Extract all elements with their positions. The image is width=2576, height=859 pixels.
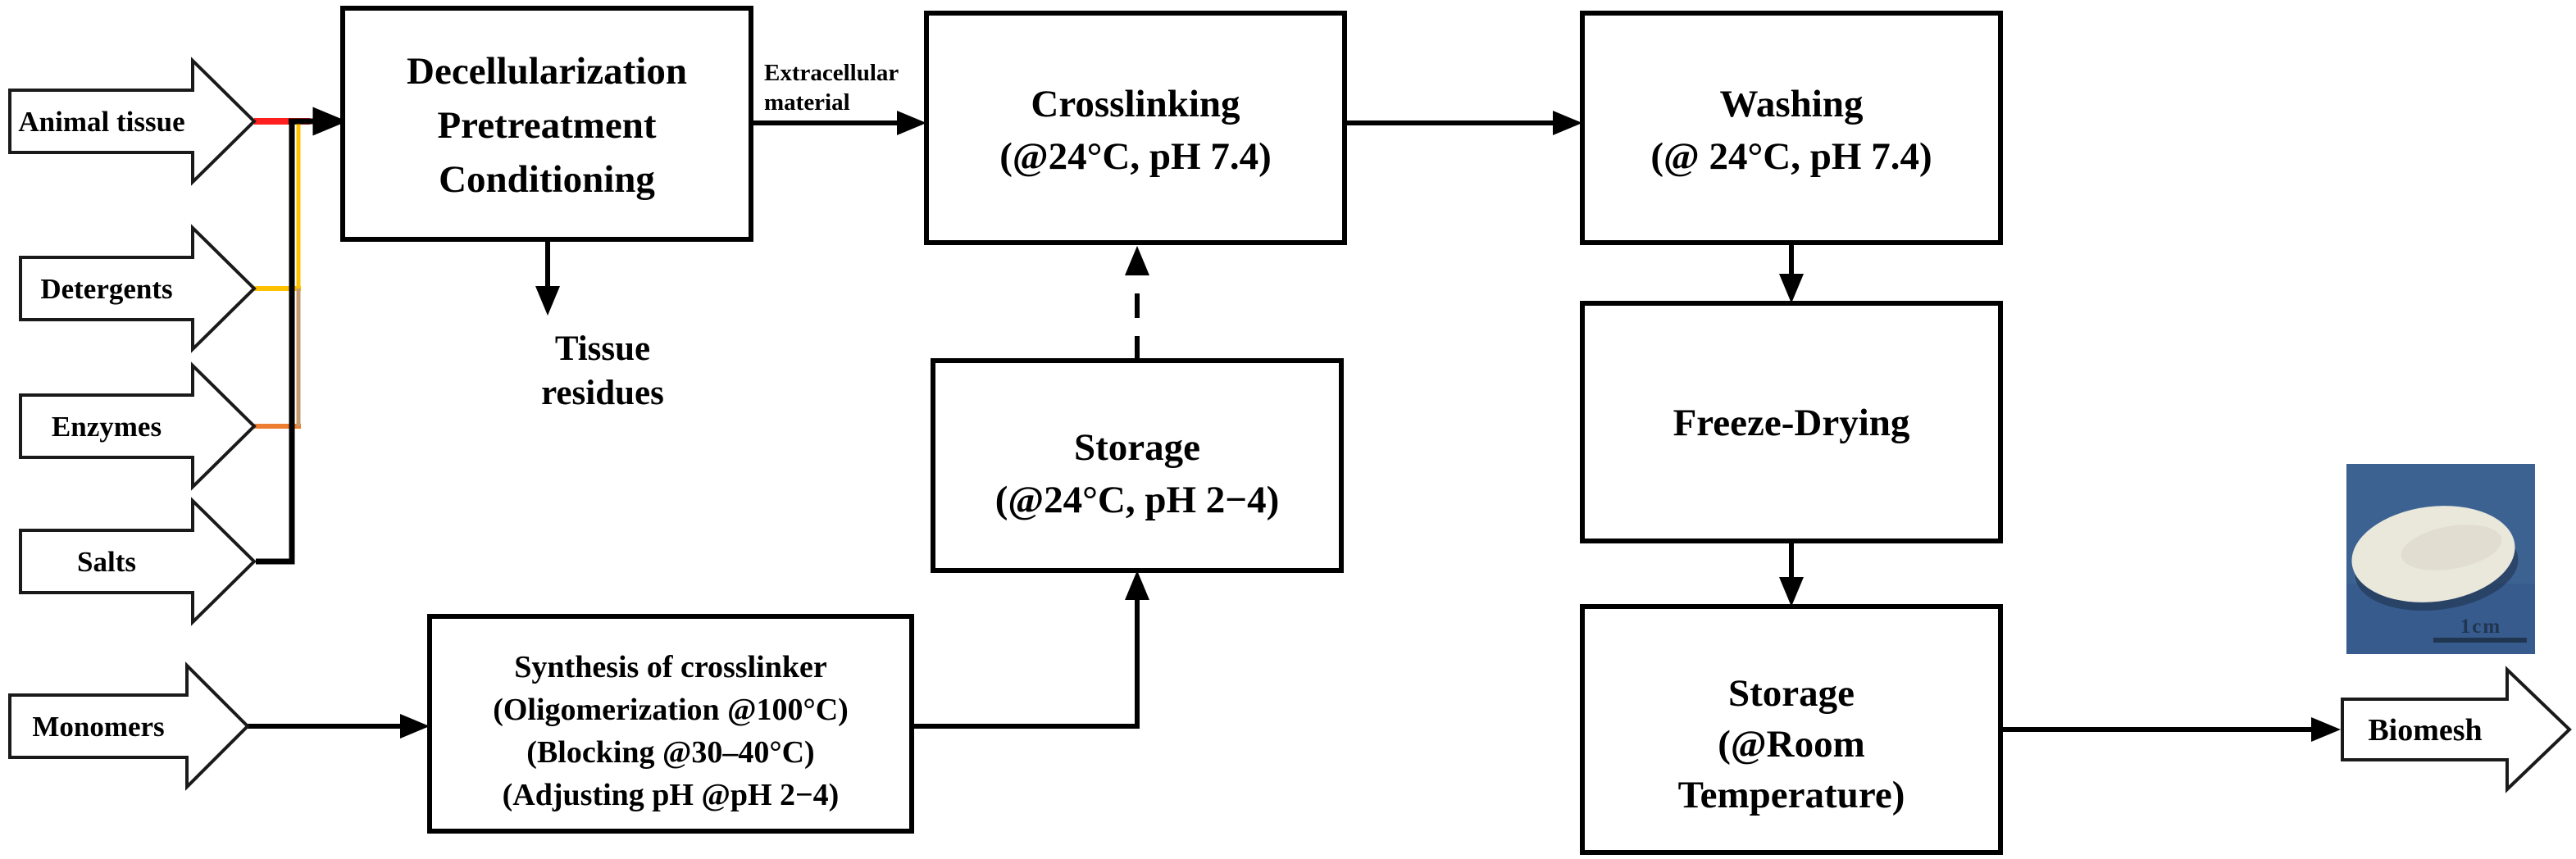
scale-bar-label: 1cm: [2460, 616, 2501, 638]
storage-acidic-line2: (@24°C, pH 2−4): [995, 479, 1280, 521]
biomesh-photo: 1cm: [2346, 464, 2535, 654]
storage-acidic-box-shape: [931, 358, 1344, 573]
washing-box-shape: [1580, 11, 2003, 245]
label-tissue-residues: Tissue residues: [541, 330, 664, 412]
extracellular-line1: Extracellular: [764, 60, 899, 86]
detergents-arrow-shape: [19, 224, 257, 353]
extracellular-line2: material: [764, 89, 850, 116]
mesh-texture: [2401, 525, 2502, 570]
washing-line1: Washing: [1719, 83, 1864, 125]
animal-tissue-label: Animal tissue: [18, 106, 184, 138]
animal-tissue-arrow-shape: [8, 57, 257, 186]
synthesis-line2: (Oligomerization @100°C): [493, 693, 849, 727]
storage-acidic-line1: Storage: [1074, 426, 1200, 469]
enzymes-label: Enzymes: [52, 411, 162, 443]
input-arrow-detergents: Detergents: [19, 224, 257, 353]
salts-label: Salts: [77, 546, 136, 578]
freeze-drying-box-shape: [1580, 301, 2003, 543]
storage-room-line3: Temperature): [1678, 774, 1905, 816]
box-synthesis: Synthesis of crosslinker (Oligomerizatio…: [427, 614, 914, 834]
washing-line2: (@ 24°C, pH 7.4): [1650, 135, 1932, 178]
box-washing: Washing (@ 24°C, pH 7.4): [1580, 11, 2003, 245]
monomers-arrow-shape: [8, 661, 250, 791]
monomers-label: Monomers: [32, 711, 164, 743]
box-storage-room: Storage (@Room Temperature): [1580, 604, 2003, 855]
crosslinking-box-shape: [924, 11, 1347, 245]
decellularization-line1: Decellularization: [407, 50, 687, 93]
synthesis-line4: (Adjusting pH @pH 2−4): [503, 778, 840, 812]
box-freeze-drying: Freeze-Drying: [1580, 301, 2003, 543]
synthesis-box-shape: [427, 614, 914, 834]
storage-room-line1: Storage: [1728, 672, 1855, 715]
biomesh-arrow-shape: [2341, 666, 2572, 793]
box-storage-acidic: Storage (@24°C, pH 2−4): [931, 358, 1344, 573]
label-extracellular-material: Extracellular material: [764, 60, 899, 116]
tissue-residues-line1: Tissue: [555, 330, 650, 368]
input-arrow-animal-tissue: Animal tissue: [8, 57, 257, 186]
input-arrow-enzymes: Enzymes: [19, 361, 257, 491]
salts-merge-line: [256, 121, 295, 565]
enzymes-arrow-shape: [19, 361, 257, 491]
synthesis-line3: (Blocking @30–40°C): [526, 735, 814, 770]
box-decellularization: Decellularization Pretreatment Condition…: [340, 6, 753, 242]
decellularization-box-shape: [340, 6, 753, 242]
input-arrow-salts: Salts: [19, 497, 257, 626]
storage-room-line2: (@Room: [1718, 723, 1864, 766]
decellularization-line2: Pretreatment: [437, 104, 656, 147]
storage-room-box-shape: [1580, 604, 2003, 855]
freeze-drying-line1: Freeze-Drying: [1673, 402, 1910, 444]
synthesis-line1: Synthesis of crosslinker: [514, 650, 827, 684]
crosslinking-line1: Crosslinking: [1031, 83, 1240, 125]
edge-synthesis-to-storage: [912, 570, 1149, 729]
decellularization-line3: Conditioning: [439, 158, 655, 201]
biomesh-label: Biomesh: [2368, 713, 2482, 748]
box-crosslinking: Crosslinking (@24°C, pH 7.4): [924, 11, 1347, 245]
output-arrow-biomesh: Biomesh: [2341, 666, 2572, 793]
input-arrow-monomers: Monomers: [8, 661, 250, 791]
crosslinking-line2: (@24°C, pH 7.4): [999, 135, 1271, 178]
detergents-label: Detergents: [40, 273, 172, 305]
tissue-residues-line2: residues: [541, 374, 664, 412]
salts-arrow-shape: [19, 497, 257, 626]
